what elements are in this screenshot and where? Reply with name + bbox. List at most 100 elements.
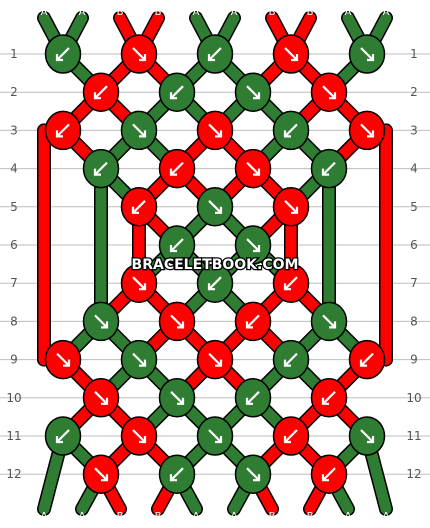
knot [196, 34, 234, 74]
knot [348, 110, 386, 151]
arrow-head [139, 54, 147, 62]
knot [348, 416, 386, 456]
knot [196, 110, 234, 151]
arrow-head [359, 359, 367, 367]
arrow-icon [360, 352, 374, 367]
row-label-right: 8 [410, 314, 418, 328]
row-label-right: 7 [410, 276, 418, 290]
knot [120, 416, 158, 456]
arrow-head [245, 397, 253, 405]
arrow-icon [284, 276, 298, 290]
arrow-icon [322, 467, 336, 481]
strand-label-top: B [307, 7, 314, 18]
strand-label-top: A [41, 7, 48, 18]
arrow-icon [208, 276, 222, 290]
arrow-head [93, 168, 101, 176]
arrow-head [245, 321, 253, 329]
arrow-head [139, 359, 147, 367]
arrow-icon [132, 352, 146, 367]
arrow-head [367, 54, 375, 62]
arrow-icon [322, 314, 336, 329]
strand-label-top: A [383, 7, 390, 18]
strand-label-top: B [269, 7, 276, 18]
arrow-head [215, 436, 223, 444]
knot [82, 72, 120, 112]
strand-label-top: A [345, 7, 352, 18]
knot [158, 378, 196, 418]
arrow-head [329, 92, 337, 100]
row-label-left: 11 [6, 429, 21, 443]
arrow-head [63, 359, 71, 367]
arrow-icon [56, 352, 70, 367]
knot [82, 301, 120, 342]
row-label-left: 2 [10, 85, 18, 99]
arrow-icon [208, 352, 222, 367]
knot [272, 416, 310, 456]
arrow-icon [208, 429, 222, 443]
arrow-icon [246, 85, 260, 99]
row-label-left: 8 [10, 314, 18, 328]
knot [234, 225, 272, 265]
arrow-icon [284, 123, 298, 138]
arrow-head [253, 168, 261, 176]
knot [272, 187, 310, 227]
knot [196, 416, 234, 456]
strand-label-bottom: B [269, 511, 276, 522]
arrow-icon [246, 467, 260, 481]
arrow-head [321, 397, 329, 405]
knot [310, 301, 348, 342]
arrow-icon [246, 391, 260, 405]
knot [272, 263, 310, 303]
arrow-icon [170, 467, 184, 481]
knot [158, 301, 196, 342]
knot [234, 454, 272, 494]
knot [158, 225, 196, 265]
arrow-head [291, 54, 299, 62]
arrow-icon [56, 429, 70, 443]
arrow-head [321, 168, 329, 176]
arrow-icon [94, 391, 108, 405]
knot [272, 110, 310, 151]
row-label-right: 1 [410, 47, 418, 61]
arrow-head [207, 54, 215, 62]
strand-label-top: A [231, 7, 238, 18]
knot [234, 72, 272, 112]
arrow-head [215, 130, 223, 138]
arrow-icon [360, 47, 374, 61]
row-label-left: 4 [10, 162, 18, 176]
knot [196, 187, 234, 227]
arrow-head [215, 206, 223, 214]
row-label-right: 4 [410, 162, 418, 176]
arrow-icon [208, 123, 222, 138]
knot [348, 34, 386, 74]
row-label-left: 3 [10, 123, 18, 137]
arrow-icon [170, 161, 184, 176]
row-label-right: 2 [410, 85, 418, 99]
strand-label-bottom: B [117, 511, 124, 522]
knot [120, 187, 158, 227]
arrow-icon [94, 314, 108, 329]
knot [120, 339, 158, 380]
row-label-left: 10 [6, 391, 21, 405]
knot [348, 339, 386, 380]
arrow-head [169, 92, 177, 100]
knot [120, 34, 158, 74]
arrow-head [131, 206, 139, 214]
arrow-head [177, 321, 185, 329]
arrow-head [321, 474, 329, 482]
knot [158, 72, 196, 112]
row-label-left: 5 [10, 200, 18, 214]
knot [196, 339, 234, 380]
row-label-right: 5 [410, 200, 418, 214]
arrow-icon [94, 85, 108, 99]
arrow-head [367, 130, 375, 138]
arrow-head [101, 321, 109, 329]
arrow-head [101, 397, 109, 405]
strand-label-bottom: A [383, 511, 390, 522]
row-label-left: 7 [10, 276, 18, 290]
arrow-icon [170, 314, 184, 329]
knot [234, 148, 272, 189]
